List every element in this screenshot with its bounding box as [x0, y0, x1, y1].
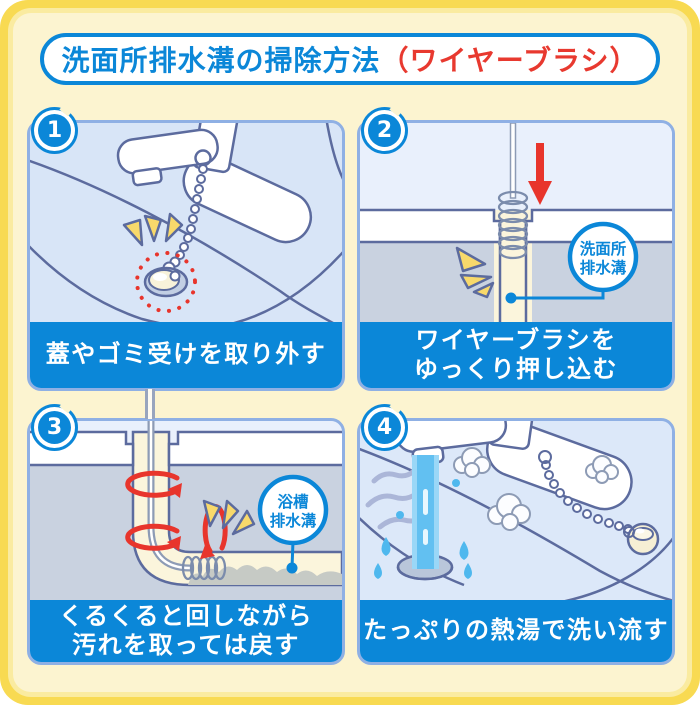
step-number: 1 — [38, 114, 71, 147]
page-title: 洗面所排水溝の掃除方法（ワイヤーブラシ） — [40, 33, 660, 85]
step3-illustration: 浴槽 排水溝 — [30, 421, 342, 600]
counter-cross-section — [30, 430, 342, 467]
title-main-text: 洗面所排水溝の掃除方法 — [61, 44, 381, 77]
label-bubble-bathtub-drain: 浴槽 排水溝 — [257, 474, 329, 574]
washbasin-scene-icon — [30, 123, 342, 322]
label-line: 排水溝 — [580, 258, 627, 277]
caption-line: くるくると回しながら — [58, 601, 314, 630]
faucet-icon — [116, 123, 313, 244]
sparkle-icon — [202, 499, 256, 536]
basin-curves — [30, 123, 342, 322]
step3-caption: くるくると回しながら 汚れを取っては戻す — [30, 600, 342, 662]
basin-curves — [360, 447, 672, 600]
pipe-elbow-cross-section-icon: 浴槽 排水溝 — [30, 421, 342, 600]
wire-above-panel-icon — [145, 389, 155, 419]
red-dotted-circle-highlight — [135, 251, 197, 313]
drain-ring-front-edge — [396, 566, 454, 581]
step-panel-1: 蓋やゴミ受けを取り外す — [27, 120, 345, 391]
step2-number-badge: 2 — [361, 107, 408, 154]
caption-line: たっぷりの熱湯で洗い流す — [363, 616, 669, 645]
step-panel-2: 洗面所 排水溝 ワイヤーブラシを ゆっくり押し込む — [357, 120, 675, 391]
step4-illustration — [360, 421, 672, 600]
caption-line: ワイヤーブラシを — [415, 325, 617, 354]
rotation-arrowheads — [167, 483, 215, 559]
step1-caption: 蓋やゴミ受けを取り外す — [30, 322, 342, 388]
step3-number-badge: 3 — [31, 404, 78, 451]
rinse-scene-icon — [360, 421, 672, 600]
wire-brush-coil-icon — [181, 555, 227, 581]
caption-line: 汚れを取っては戻す — [72, 631, 300, 659]
step-panel-3: 浴槽 排水溝 くるくると回しながら 汚れを取っては戻す — [27, 418, 345, 665]
step1-illustration — [30, 123, 342, 322]
drain-plug-icon — [623, 522, 660, 556]
drain-plug-icon — [143, 266, 189, 298]
caption-line: ゆっくり押し込む — [414, 355, 618, 383]
wire-brush-coil-icon — [497, 190, 529, 260]
step4-number-badge: 4 — [361, 404, 408, 451]
water-droplets-icon — [374, 479, 472, 579]
wire-icon — [509, 123, 517, 199]
label-bubble-washstand-drain: 洗面所 排水溝 — [505, 221, 639, 304]
step2-caption: ワイヤーブラシを ゆっくり押し込む — [360, 322, 672, 388]
pipe-walls — [498, 221, 528, 322]
sparkle-icon — [455, 246, 495, 299]
dirt-deposit — [188, 565, 342, 585]
step-number: 3 — [38, 411, 71, 444]
label-line: 排水溝 — [270, 511, 317, 530]
step2-illustration: 洗面所 排水溝 — [360, 123, 672, 322]
down-arrow-icon — [528, 143, 552, 205]
drain-cross-section-icon: 洗面所 排水溝 — [360, 123, 672, 322]
faucet-icon — [394, 421, 633, 511]
label-line: 洗面所 — [580, 239, 627, 258]
step-number: 2 — [368, 114, 401, 147]
caption-line: 蓋やゴミ受けを取り外す — [45, 340, 327, 369]
label-line: 浴槽 — [277, 492, 309, 511]
sparkle-icon — [122, 212, 184, 247]
water-stream-icon — [412, 455, 439, 569]
foam-bubbles-icon — [453, 447, 619, 531]
step-number: 4 — [368, 411, 401, 444]
step-panel-4: たっぷりの熱湯で洗い流す — [357, 418, 675, 665]
step1-number-badge: 1 — [31, 107, 78, 154]
chain-icon — [538, 450, 633, 534]
title-paren-text: （ワイヤーブラシ） — [380, 44, 639, 77]
counter-cross-section — [360, 208, 672, 244]
step4-caption: たっぷりの熱湯で洗い流す — [360, 600, 672, 662]
